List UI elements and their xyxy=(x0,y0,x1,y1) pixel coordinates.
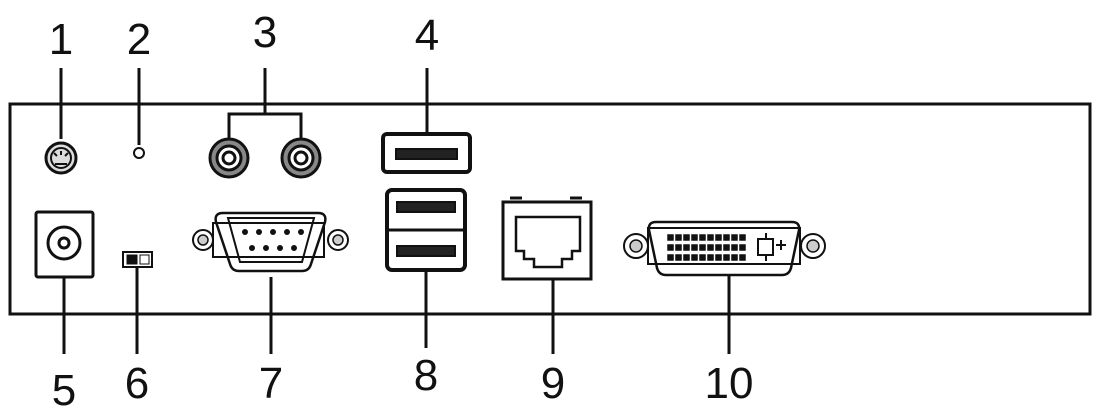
callout-8: 8 xyxy=(414,351,438,400)
usb-ports-dual xyxy=(385,188,467,272)
db9-serial-port xyxy=(192,211,349,273)
power-jack xyxy=(34,210,95,279)
rj45-port xyxy=(501,196,593,281)
audio-jacks xyxy=(208,137,322,179)
led-indicator xyxy=(133,147,145,159)
callout-6: 6 xyxy=(125,359,149,408)
mini-din-port xyxy=(44,141,78,175)
callout-4: 4 xyxy=(415,11,439,60)
callout-7: 7 xyxy=(259,359,283,408)
usb-port-single xyxy=(381,132,472,174)
dip-switch xyxy=(122,251,153,268)
callout-5: 5 xyxy=(52,366,76,415)
callout-2: 2 xyxy=(127,15,151,64)
callout-1: 1 xyxy=(49,15,73,64)
callout-3: 3 xyxy=(253,8,277,57)
dvi-port xyxy=(623,220,826,277)
leader-line-3 xyxy=(227,68,303,140)
device-rear-panel xyxy=(8,102,1092,316)
callout-9: 9 xyxy=(541,359,565,408)
callout-10: 10 xyxy=(705,359,754,408)
dvi-pin-grid xyxy=(667,233,786,261)
